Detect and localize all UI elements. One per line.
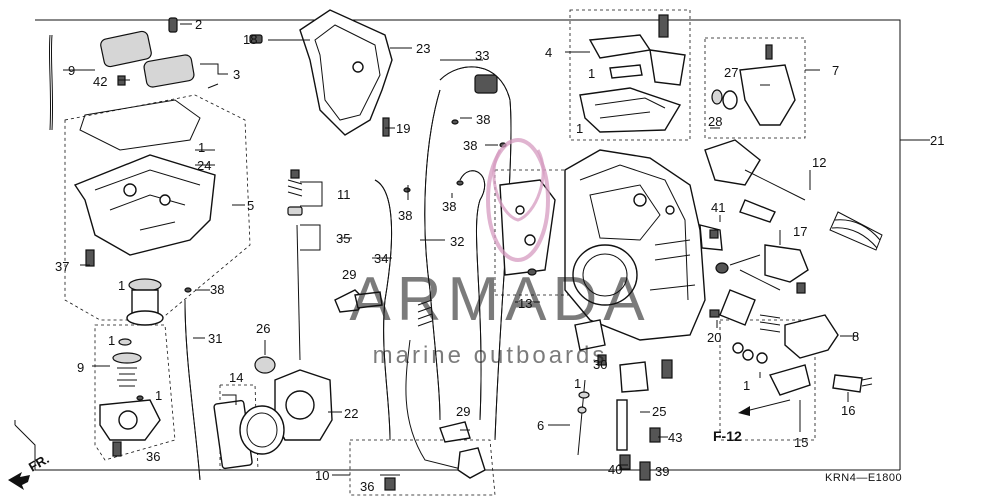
center-parts-group [213,66,512,491]
callout-labels: 9 2 3 42 1 24 5 37 1 1 9 1 36 38 31 26 1… [26,17,944,494]
callout-1: 1 [155,388,162,403]
callout-20: 20 [707,330,721,345]
callout-36: 36 [360,479,374,494]
leader-lines [63,23,930,476]
callout-4: 4 [545,45,552,60]
callout-16: 16 [841,403,855,418]
callout-42: 42 [93,74,107,89]
callout-9: 9 [68,63,75,78]
callout-5: 5 [247,198,254,213]
callout-26: 26 [256,321,270,336]
callout-8: 8 [852,329,859,344]
callout-14: 14 [229,370,243,385]
callout-3: 3 [233,67,240,82]
callout-1: 1 [574,376,581,391]
callout-1: 1 [118,278,125,293]
callout-1: 1 [743,378,750,393]
callout-38: 38 [210,282,224,297]
callout-10: 10 [315,468,329,483]
callout-17: 17 [793,224,807,239]
figure-reference: F-12 [713,428,742,444]
callout-28: 28 [708,114,722,129]
watermark: ARMADA marine outboards [349,138,650,369]
callout-12: 12 [812,155,826,170]
callout-36: 36 [146,449,160,464]
callout-41: 41 [711,200,725,215]
callout-33: 33 [475,48,489,63]
callout-19: 19 [396,121,410,136]
callout-30: 30 [593,357,607,372]
f12-reference-arrow [738,399,791,416]
diagram-code: KRN4—E1800 [825,472,902,484]
callout-29: 29 [342,267,356,282]
callout-35: 35 [336,231,350,246]
callout-38: 38 [476,112,490,127]
front-direction-arrow [8,472,30,490]
carburetor-body [499,149,723,341]
callout-29: 29 [456,404,470,419]
callout-38: 38 [463,138,477,153]
callout-27: 27 [724,65,738,80]
callout-18: 18 [243,32,257,47]
callout-11: 11 [337,187,351,202]
linkage-group [579,14,883,251]
callout-38: 38 [398,208,412,223]
watermark-brand: ARMADA [349,265,650,334]
callout-6: 6 [537,418,544,433]
callout-1: 1 [198,140,205,155]
top-cover-group [249,9,393,137]
callout-25: 25 [652,404,666,419]
callout-32: 32 [450,234,464,249]
callout-22: 22 [344,406,358,421]
callout-39: 39 [655,464,669,479]
float-bowl-group [48,17,219,481]
callout-21: 21 [930,133,944,148]
right-parts-group [709,199,873,396]
callout-15: 15 [794,435,808,450]
callout-40: 40 [608,462,622,477]
callout-1: 1 [576,121,583,136]
front-direction-label: FR. [26,451,52,474]
jet-group [574,319,673,481]
callout-13: 13 [518,296,532,311]
callout-1: 1 [108,333,115,348]
watermark-tagline: marine outboards [373,342,608,369]
callout-37: 37 [55,259,69,274]
callout-31: 31 [208,331,222,346]
callout-1: 1 [588,66,595,81]
callout-9: 9 [77,360,84,375]
callout-38: 38 [442,199,456,214]
callout-2: 2 [195,17,202,32]
callout-23: 23 [416,41,430,56]
callout-34: 34 [374,251,388,266]
callout-43: 43 [668,430,682,445]
callout-24: 24 [197,158,211,173]
callout-7: 7 [832,63,839,78]
